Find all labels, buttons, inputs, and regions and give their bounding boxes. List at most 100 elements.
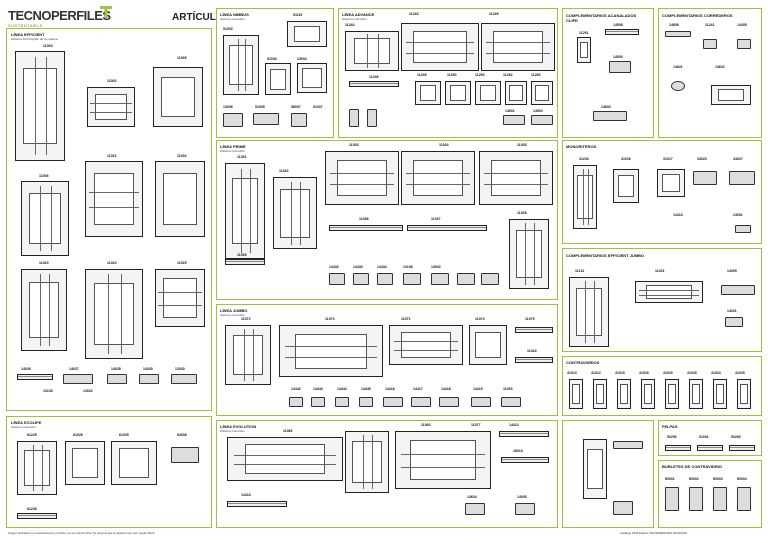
panel-linea-nimbus: LÍNEA NIMBUS Sistema Corredizo 51119 510… <box>216 8 334 138</box>
product-code: 11131 <box>575 269 585 273</box>
product-code: 14504 <box>533 109 543 113</box>
profile-drawing <box>401 23 479 71</box>
accessory-drawing <box>377 273 393 285</box>
accessory-drawing <box>457 273 475 285</box>
section-title: COMPLEMENTARIOS CORREDEROS <box>662 13 733 18</box>
product-code: 51003 <box>267 57 277 61</box>
accessory-drawing <box>471 397 491 407</box>
product-code: 41020 <box>663 371 673 375</box>
product-code: 51119 <box>293 13 303 17</box>
product-code: 11344 <box>527 349 537 353</box>
product-code: 14419 <box>473 387 483 391</box>
product-code: 11037 <box>431 217 441 221</box>
product-code: 16013 <box>513 449 523 453</box>
profile-drawing <box>329 225 403 231</box>
profile-drawing <box>737 379 751 409</box>
product-code: 11025 <box>177 261 187 265</box>
logo-t-icon <box>100 6 112 18</box>
accessory-drawing <box>383 397 403 407</box>
product-code: 41024 <box>711 371 721 375</box>
product-code: 41033 <box>687 371 697 375</box>
section-subtitle: Sistema Corredizo <box>220 149 245 153</box>
product-code: 11074 <box>475 317 485 321</box>
panel-burletes: BURLETES DE CONTRAVIDRIO 60001 60002 600… <box>658 460 762 528</box>
product-code: 14030 <box>143 367 153 371</box>
product-code: 60001 <box>665 477 675 481</box>
product-code: 11249 <box>489 12 499 16</box>
accessory-drawing <box>665 487 679 511</box>
accessory-drawing <box>353 273 369 285</box>
product-code: 31233 <box>579 157 589 161</box>
profile-drawing <box>515 327 553 333</box>
profile-drawing <box>65 441 105 485</box>
section-subtitle: Sistema Perfil Rígido de Corredera <box>11 37 58 41</box>
profile-drawing <box>17 374 53 380</box>
product-code: 34027 <box>733 157 743 161</box>
product-code: 14508 <box>613 23 623 27</box>
profile-drawing <box>711 85 751 105</box>
profile-drawing <box>225 259 265 265</box>
product-code: 51005 <box>255 105 265 109</box>
accessory-drawing <box>737 39 751 49</box>
profile-drawing <box>345 31 399 71</box>
product-code: 11003 <box>43 44 53 48</box>
product-code: 14500 <box>613 55 623 59</box>
profile-drawing <box>395 431 491 489</box>
accessory-drawing <box>515 503 535 515</box>
product-code: 14413 <box>241 493 251 497</box>
product-code: 13133 <box>43 389 53 393</box>
product-code: 14026 <box>21 367 31 371</box>
section-title: CONTRAVIDRIOS <box>566 360 600 365</box>
profile-drawing <box>325 151 399 205</box>
profile-drawing <box>617 379 631 409</box>
accessory-drawing <box>737 487 751 511</box>
accessory-drawing <box>713 487 727 511</box>
accessory-drawing <box>481 273 499 285</box>
profile-drawing <box>227 501 287 507</box>
profile-drawing <box>21 269 67 351</box>
product-code: 11033 <box>503 387 513 391</box>
product-code: 14416 <box>385 387 395 391</box>
product-code: 11249 <box>417 73 427 77</box>
profile-drawing <box>273 177 317 249</box>
product-code: 11262 <box>503 73 513 77</box>
product-code: 13002 <box>431 265 441 269</box>
profile-drawing <box>297 63 327 93</box>
section-title: COMPLEMENTARIOS EFFICIENT JUMBO <box>566 253 645 258</box>
profile-drawing <box>279 325 383 377</box>
product-code: 24001 <box>733 213 743 217</box>
profile-drawing <box>531 81 553 105</box>
section-title: COMPLEMENTARIOS ACANALADOS CLIPE <box>566 13 637 23</box>
product-code: 41013 <box>567 371 577 375</box>
accessory-drawing <box>721 285 755 295</box>
product-code: 61226 <box>27 507 37 511</box>
product-code: 11031 <box>237 155 247 159</box>
accessory-drawing <box>253 113 279 125</box>
product-code: 11243 <box>409 12 419 16</box>
section-title: LÍNEA ADVANCE <box>342 12 375 17</box>
footer-edition: Catálogo 2018 Edición TECNOPERFILES 20/0… <box>620 531 687 535</box>
product-code: 11291 <box>579 31 589 35</box>
product-code: 11023 <box>39 261 49 265</box>
panel-complementarios-acanalados: COMPLEMENTARIOS ACANALADOS CLIPE 11291 1… <box>562 8 654 138</box>
profile-drawing <box>501 457 549 463</box>
product-code: 11062 <box>283 429 293 433</box>
brand-name: TECNOPERFILES <box>8 8 111 23</box>
profile-drawing <box>227 437 343 481</box>
section-title: LÍNEA PRIME <box>220 144 246 149</box>
product-code: 14412 <box>509 423 519 427</box>
product-code: 11075 <box>525 317 535 321</box>
product-code: 13022 <box>83 389 93 393</box>
profile-drawing <box>225 325 271 385</box>
product-code: 11032 <box>279 169 289 173</box>
product-code: 14433 <box>353 265 363 269</box>
product-code: 14445 <box>361 387 371 391</box>
product-code: 11033 <box>349 143 359 147</box>
accessory-drawing <box>431 273 449 285</box>
profile-drawing <box>415 81 441 105</box>
accessory-drawing <box>593 111 627 121</box>
product-code: 14434 <box>377 265 387 269</box>
accessory-drawing <box>311 397 325 407</box>
product-code: 64006 <box>177 433 187 437</box>
product-code: 14442 <box>291 387 301 391</box>
